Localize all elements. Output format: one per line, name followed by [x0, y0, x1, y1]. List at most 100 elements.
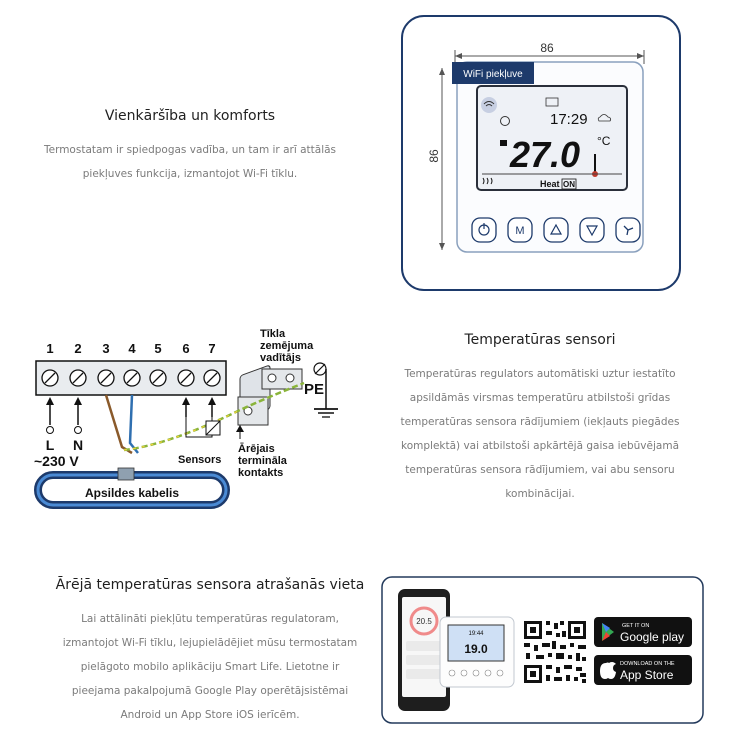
- app-promo-panel: 20.5 19:44 19.0 GET: [381, 576, 704, 724]
- terminal-number: 1: [46, 341, 53, 356]
- screen-time: 17:29: [550, 111, 588, 128]
- arrow-left-icon: [455, 53, 462, 59]
- screen-mode: Heat: [540, 179, 560, 189]
- power-button[interactable]: [471, 217, 497, 243]
- google-play-small: GET IT ON: [622, 623, 649, 629]
- body-line: Temperatūras regulators automātiski uztu…: [404, 368, 676, 380]
- triangle-down-icon: [585, 225, 599, 237]
- calendar-icon: [545, 97, 559, 107]
- feature-remote-title: Ārējā temperatūras sensora atrašanās vie…: [55, 577, 365, 593]
- n-label: N: [73, 437, 83, 453]
- thermostat-screen: [476, 85, 628, 191]
- arrow-right-icon: [637, 53, 644, 59]
- feature-simplicity-body: Termostatam ir spiedpogas vadība, un tam…: [40, 138, 340, 186]
- down-button[interactable]: [579, 217, 605, 243]
- arrow-up-icon: [182, 397, 190, 405]
- mini-temp: 19.0: [464, 642, 488, 656]
- phone-row: [406, 669, 442, 679]
- terminal-number: 6: [182, 341, 189, 356]
- fan-button[interactable]: [615, 217, 641, 243]
- connector-screw: [267, 373, 277, 383]
- voltage-label: ~230 V: [34, 453, 79, 469]
- phone-row: [406, 641, 442, 651]
- n-terminal-icon: [74, 426, 82, 434]
- external-terminal-line: termināla: [238, 455, 288, 467]
- thermostat-diagram: 86 86 WiFi piekļuve 17:29 27.0 °C Heat O…: [401, 15, 681, 291]
- wire-blue: [128, 394, 139, 454]
- arrow-down-icon: [439, 243, 445, 250]
- terminal-number: 4: [128, 341, 136, 356]
- wifi-waves-icon: [483, 101, 495, 107]
- feature-sensors: Temperatūras sensori Temperatūras regula…: [385, 332, 695, 506]
- cable-label: Apsildes kabelis: [85, 486, 179, 500]
- wire-ground-yellow: [123, 410, 239, 451]
- feature-remote-body: Lai attālināti piekļūtu temperatūras reg…: [40, 607, 380, 727]
- wire-ground-green: [123, 381, 305, 452]
- ground-label-line: vadītājs: [260, 352, 301, 364]
- app-store-big: App Store: [620, 668, 674, 682]
- ground-label-line: Tīkla: [260, 328, 286, 340]
- connector-screw: [243, 406, 253, 416]
- wifi-badge-label: WiFi piekļuve: [463, 69, 523, 80]
- terminal-number: 3: [102, 341, 109, 356]
- feature-simplicity-title: Vienkāršība un komforts: [104, 108, 276, 124]
- phone-temp: 20.5: [416, 617, 432, 626]
- triangle-up-icon: [549, 223, 563, 235]
- l-label: L: [46, 437, 55, 453]
- body-line: Lai attālināti piekļūtu temperatūras reg…: [81, 613, 339, 625]
- fan-icon: [623, 225, 634, 236]
- arrow-up-icon: [74, 397, 82, 405]
- arrow-up-icon: [439, 68, 445, 75]
- sensors-label: Sensors: [178, 454, 221, 466]
- feature-sensors-body: Temperatūras regulators automātiski uztu…: [385, 362, 695, 506]
- wire-brown: [104, 394, 133, 455]
- feature-remote-access: Ārējā temperatūras sensora atrašanās vie…: [40, 577, 380, 727]
- screen-unit: °C: [597, 134, 611, 148]
- body-line: piekļuves funkcija, izmantojot Wi-Fi tīk…: [82, 168, 298, 180]
- arrow-up-icon: [236, 425, 244, 432]
- terminal-number: 5: [154, 341, 161, 356]
- body-line: Termostatam ir spiedpogas vadība, un tam…: [43, 144, 337, 156]
- body-line: temperatūras sensora rādījumiem, vai abu…: [405, 464, 675, 476]
- external-terminal-line: kontakts: [238, 467, 283, 479]
- mini-thermostat-screen: [447, 624, 505, 662]
- connector-screw: [285, 373, 295, 383]
- body-line: kombinācijai.: [505, 488, 575, 500]
- body-line: pieejama pakalpojumā Google Play operētā…: [71, 685, 349, 697]
- menu-button-label: M: [515, 225, 524, 237]
- google-play-badge[interactable]: GET IT ON Google play: [594, 617, 692, 647]
- lock-icon: [500, 140, 507, 146]
- cloud-icon: [597, 114, 612, 122]
- screen-temperature: 27.0: [509, 134, 580, 175]
- screen-mode-state: ON: [563, 180, 575, 189]
- external-terminal-line: Ārējais: [238, 443, 275, 455]
- body-line: izmantojot Wi-Fi tīklu, lejupielādējiet …: [62, 637, 358, 649]
- body-line: apsildāmās virsmas temperatūru atbilstoš…: [409, 392, 671, 404]
- feature-sensors-title: Temperatūras sensori: [464, 332, 616, 348]
- pe-label: PE: [304, 381, 324, 398]
- menu-button[interactable]: M: [507, 217, 533, 243]
- width-label: 86: [540, 41, 554, 55]
- arrow-up-icon: [46, 397, 54, 405]
- qr-code-icon[interactable]: [522, 619, 588, 685]
- app-store-badge[interactable]: DOWNLOAD ON THE App Store: [594, 655, 692, 685]
- app-store-small: DOWNLOAD ON THE: [620, 661, 675, 667]
- body-line: temperatūras sensora rādījumiem (iekļaut…: [400, 416, 680, 428]
- terminal-number: 7: [208, 341, 215, 356]
- connector-body: [237, 396, 269, 426]
- cable-joint: [117, 467, 135, 481]
- mini-time: 19:44: [468, 631, 484, 637]
- feature-simplicity: Vienkāršība un komforts Termostatam ir s…: [40, 108, 340, 186]
- ground-label-line: zemējuma: [260, 340, 314, 352]
- terminal-number: 2: [74, 341, 81, 356]
- clock-icon: [500, 116, 510, 126]
- mode-state-box: [561, 178, 577, 190]
- arrow-up-icon: [208, 397, 216, 405]
- wiring-diagram: 1 2 3 4 5 6 7 Tīkla zemējuma vadītājs PE: [34, 328, 338, 509]
- wifi-badge: [452, 62, 534, 84]
- height-label: 86: [427, 149, 441, 163]
- body-line: pielāgoto mobilo aplikāciju Smart Life. …: [80, 661, 340, 673]
- body-line: komplektā) vai atbilstoši apkārtējā gais…: [401, 440, 679, 452]
- up-button[interactable]: [543, 217, 569, 243]
- google-play-big: Google play: [620, 630, 684, 644]
